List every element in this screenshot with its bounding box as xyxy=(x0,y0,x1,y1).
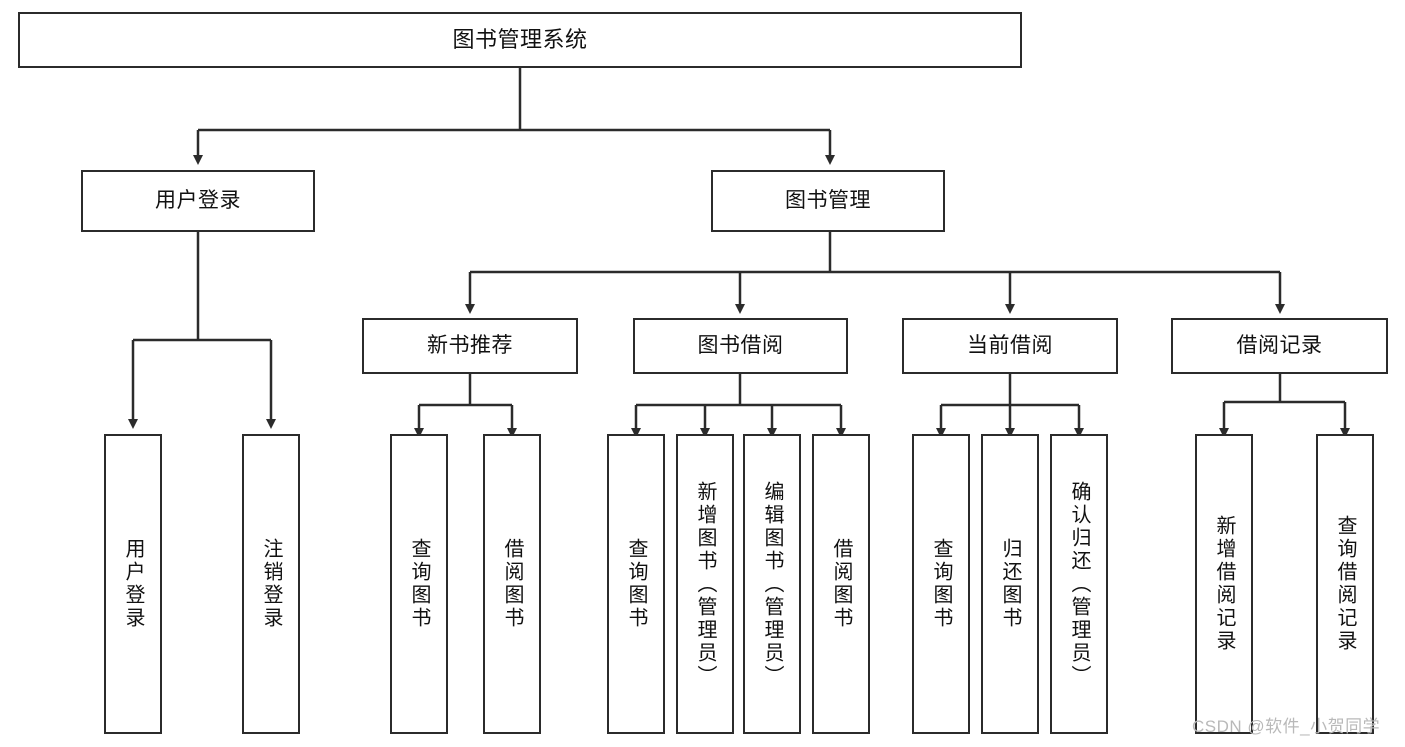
node-label: 借阅记录 xyxy=(1236,333,1323,357)
node-label: 用户登录 xyxy=(155,188,241,212)
node-label: 当前借阅 xyxy=(967,333,1053,357)
node-book-management[interactable]: 图书管理 xyxy=(711,170,945,232)
node-current-borrow[interactable]: 当前借阅 xyxy=(902,318,1118,374)
leaf-borrow-borrow-book[interactable]: 借阅图书 xyxy=(812,434,870,734)
node-label: 借阅图书 xyxy=(501,538,523,630)
node-user-login[interactable]: 用户登录 xyxy=(81,170,315,232)
node-label: 图书借阅 xyxy=(697,333,784,357)
node-label: 查询图书 xyxy=(408,538,430,630)
node-borrow-record[interactable]: 借阅记录 xyxy=(1171,318,1388,374)
node-label: 用户登录 xyxy=(122,538,144,630)
watermark-text: CSDN @软件_小贺同学 xyxy=(1192,717,1381,736)
node-label: 新书推荐 xyxy=(427,333,513,357)
node-new-book-recommend[interactable]: 新书推荐 xyxy=(362,318,578,374)
node-label: 确认归还（管理员） xyxy=(1068,480,1090,688)
leaf-record-add-record[interactable]: 新增借阅记录 xyxy=(1195,434,1253,734)
node-label: 编辑图书（管理员） xyxy=(761,480,783,688)
leaf-user-login[interactable]: 用户登录 xyxy=(104,434,162,734)
node-label: 借阅图书 xyxy=(830,538,852,630)
node-label: 图书管理 xyxy=(785,188,871,212)
node-label: 查询图书 xyxy=(930,538,952,630)
leaf-recommend-query-book[interactable]: 查询图书 xyxy=(390,434,448,734)
leaf-record-query-record[interactable]: 查询借阅记录 xyxy=(1316,434,1374,734)
leaf-current-return-book[interactable]: 归还图书 xyxy=(981,434,1039,734)
node-label: 归还图书 xyxy=(999,538,1021,630)
leaf-borrow-query-book[interactable]: 查询图书 xyxy=(607,434,665,734)
leaf-recommend-borrow-book[interactable]: 借阅图书 xyxy=(483,434,541,734)
node-book-borrow[interactable]: 图书借阅 xyxy=(633,318,848,374)
leaf-current-confirm-return-admin[interactable]: 确认归还（管理员） xyxy=(1050,434,1108,734)
leaf-borrow-add-book-admin[interactable]: 新增图书（管理员） xyxy=(676,434,734,734)
node-label: 新增借阅记录 xyxy=(1213,515,1235,653)
node-label: 注销登录 xyxy=(260,538,282,630)
node-label: 图书管理系统 xyxy=(452,27,588,53)
leaf-borrow-edit-book-admin[interactable]: 编辑图书（管理员） xyxy=(743,434,801,734)
leaf-user-logout[interactable]: 注销登录 xyxy=(242,434,300,734)
node-root-system[interactable]: 图书管理系统 xyxy=(18,12,1022,68)
node-label: 查询借阅记录 xyxy=(1334,515,1356,653)
node-label: 新增图书（管理员） xyxy=(694,480,716,688)
node-label: 查询图书 xyxy=(625,538,647,630)
leaf-current-query-book[interactable]: 查询图书 xyxy=(912,434,970,734)
